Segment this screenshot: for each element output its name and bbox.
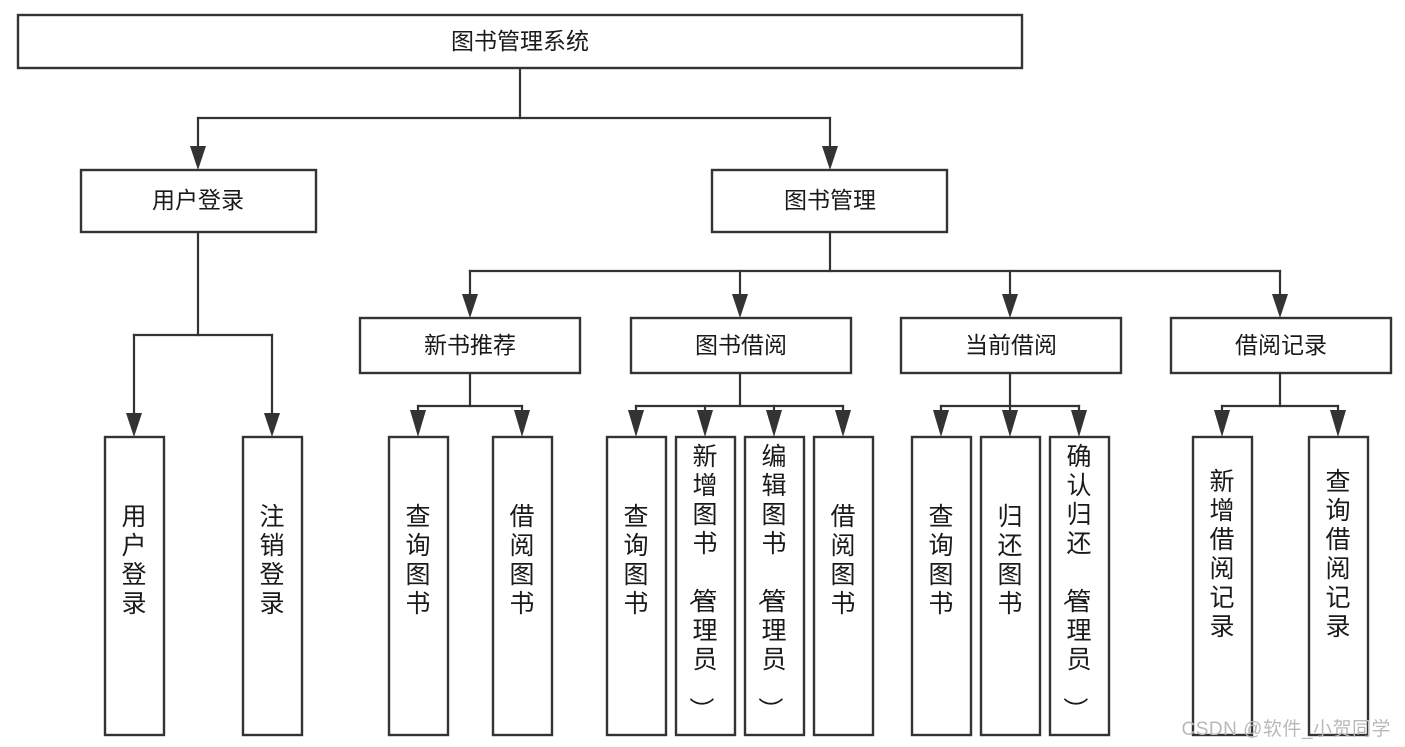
node-leaf-edit-book-label: 编辑图书（管理员） (755, 443, 786, 722)
node-leaf-user-login-label: 用户登录 (121, 503, 146, 618)
arrow-head-leaf-borrow-book-2 (835, 410, 851, 437)
node-leaf-query-record-label: 查询借阅记录 (1325, 468, 1350, 641)
arrow-head-leaf-confirm-return (1071, 410, 1087, 437)
node-leaf-borrow-book-1-box[interactable] (491, 435, 554, 737)
node-new-book-recommend[interactable]: 新书推荐 (358, 316, 582, 375)
node-leaf-query-record[interactable]: 查询借阅记录 (1307, 435, 1370, 737)
arrow-head-leaf-edit-book (766, 410, 782, 437)
arrow-head-leaf-borrow-book-1 (514, 410, 530, 437)
node-leaf-add-book-label: 新增图书（管理员） (686, 443, 717, 722)
node-root-box[interactable] (16, 13, 1024, 70)
node-leaf-return-book-box[interactable] (979, 435, 1042, 737)
node-root-label: 图书管理系统 (451, 28, 589, 54)
node-user-login-box[interactable] (79, 168, 318, 234)
node-leaf-edit-book-box[interactable] (743, 435, 806, 737)
arrow-head-leaf-query-record (1330, 410, 1346, 437)
node-leaf-borrow-book-1-label: 借阅图书 (509, 503, 534, 618)
csdn-watermark: CSDN @软件_小贺同学 (1181, 719, 1391, 740)
node-leaf-user-logout[interactable]: 注销登录 (241, 435, 304, 737)
arrow-head-book-manage (822, 146, 838, 170)
node-leaf-query-book-3-box[interactable] (910, 435, 973, 737)
node-book-borrow[interactable]: 图书借阅 (629, 316, 853, 375)
node-new-book-recommend-box[interactable] (358, 316, 582, 375)
node-leaf-query-record-box[interactable] (1307, 435, 1370, 737)
arrow-head-leaf-query-book-3 (933, 410, 949, 437)
node-book-borrow-box[interactable] (629, 316, 853, 375)
node-leaf-user-login[interactable]: 用户登录 (103, 435, 166, 737)
node-leaf-user-logout-box[interactable] (241, 435, 304, 737)
node-leaf-borrow-book-2[interactable]: 借阅图书 (812, 435, 875, 737)
node-leaf-query-book-1-label: 查询图书 (405, 503, 430, 618)
node-user-login-label: 用户登录 (152, 187, 244, 213)
node-leaf-query-book-1[interactable]: 查询图书 (387, 435, 450, 737)
node-leaf-add-record-label: 新增借阅记录 (1209, 468, 1234, 641)
node-leaf-query-book-2-label: 查询图书 (623, 503, 648, 618)
node-current-borrow-label: 当前借阅 (965, 332, 1057, 358)
arrow-head-leaf-add-book (697, 410, 713, 437)
node-current-borrow[interactable]: 当前借阅 (899, 316, 1123, 375)
node-borrow-record-box[interactable] (1169, 316, 1393, 375)
arrow-head-current-borrow (1002, 294, 1018, 318)
node-leaf-user-logout-label: 注销登录 (259, 503, 284, 618)
node-book-manage-label: 图书管理 (784, 187, 876, 213)
node-leaf-borrow-book-1[interactable]: 借阅图书 (491, 435, 554, 737)
node-leaf-return-book[interactable]: 归还图书 (979, 435, 1042, 737)
node-leaf-query-book-3-label: 查询图书 (928, 503, 953, 618)
node-leaf-query-book-3[interactable]: 查询图书 (910, 435, 973, 737)
node-leaf-return-book-label: 归还图书 (997, 503, 1022, 618)
arrow-head-book-borrow (732, 294, 748, 318)
arrow-head-new-book-recommend (462, 294, 478, 318)
node-borrow-record-label: 借阅记录 (1235, 332, 1327, 358)
node-leaf-confirm-return[interactable]: 确认归还（管理员） (1048, 435, 1111, 737)
arrow-head-leaf-user-login (126, 413, 142, 437)
node-book-manage-box[interactable] (710, 168, 949, 234)
node-leaf-query-book-2[interactable]: 查询图书 (605, 435, 668, 737)
node-root[interactable]: 图书管理系统 (16, 13, 1024, 70)
node-leaf-borrow-book-2-box[interactable] (812, 435, 875, 737)
arrow-head-borrow-record (1272, 294, 1288, 318)
arrow-head-leaf-query-book-1 (410, 410, 426, 437)
node-leaf-borrow-book-2-label: 借阅图书 (830, 503, 855, 618)
arrow-head-leaf-add-record (1214, 410, 1230, 437)
arrow-head-leaf-user-logout (264, 413, 280, 437)
node-leaf-add-record-box[interactable] (1191, 435, 1254, 737)
node-new-book-recommend-label: 新书推荐 (424, 332, 516, 358)
arrow-head-leaf-query-book-2 (628, 410, 644, 437)
node-leaf-edit-book[interactable]: 编辑图书（管理员） (743, 435, 806, 737)
node-leaf-add-book-box[interactable] (674, 435, 737, 737)
node-borrow-record[interactable]: 借阅记录 (1169, 316, 1393, 375)
node-leaf-add-record[interactable]: 新增借阅记录 (1191, 435, 1254, 737)
node-leaf-query-book-1-box[interactable] (387, 435, 450, 737)
node-user-login[interactable]: 用户登录 (79, 168, 318, 234)
node-leaf-confirm-return-label: 确认归还（管理员） (1060, 443, 1091, 722)
node-leaf-add-book[interactable]: 新增图书（管理员） (674, 435, 737, 737)
node-book-borrow-label: 图书借阅 (695, 332, 787, 358)
node-leaf-user-login-box[interactable] (103, 435, 166, 737)
connector-layer (126, 66, 1346, 437)
node-leaf-query-book-2-box[interactable] (605, 435, 668, 737)
arrow-head-leaf-return-book (1002, 410, 1018, 437)
node-book-manage[interactable]: 图书管理 (710, 168, 949, 234)
node-current-borrow-box[interactable] (899, 316, 1123, 375)
node-leaf-confirm-return-box[interactable] (1048, 435, 1111, 737)
arrow-head-user-login (190, 146, 206, 170)
